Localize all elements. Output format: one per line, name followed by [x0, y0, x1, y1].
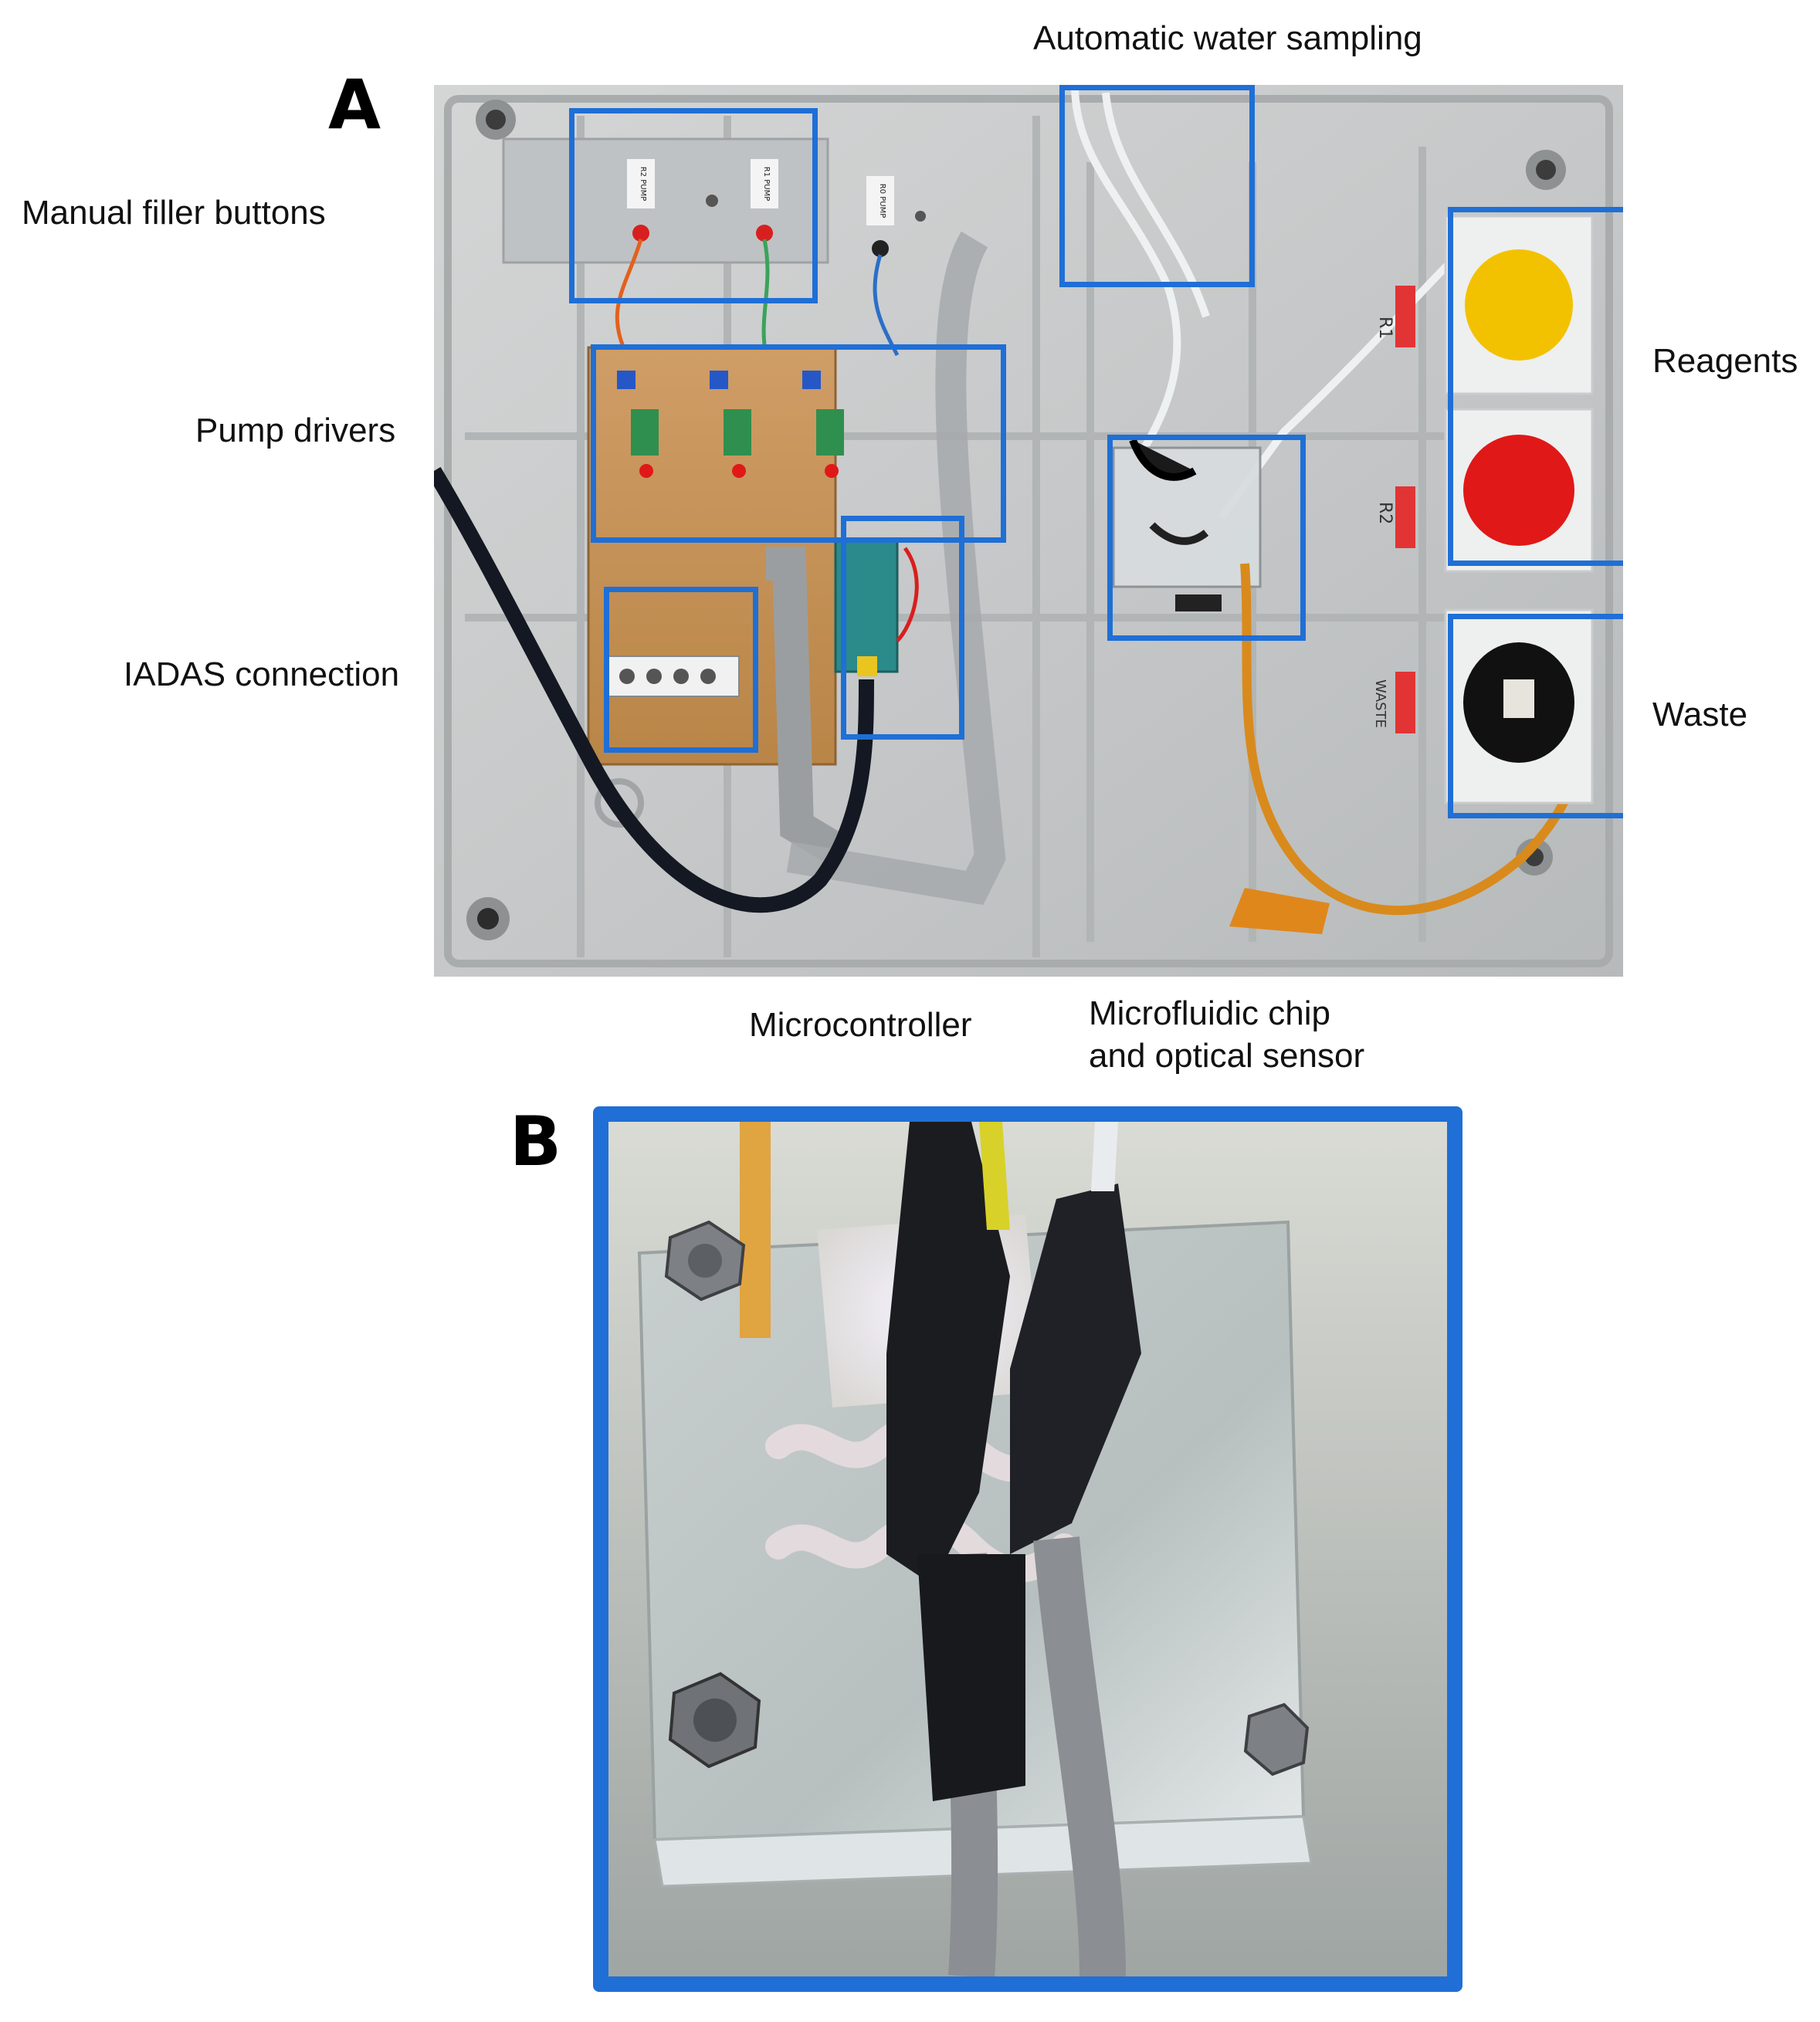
reagent-bottles: R1 R2 WASTE: [1372, 215, 1594, 804]
chip-closeup-illustration: [608, 1122, 1447, 1976]
label-reagents: Reagents: [1652, 342, 1798, 380]
pump-r0-label: R0 PUMP: [878, 184, 886, 218]
highlight-waste: [1448, 614, 1623, 818]
label-microfluidic-line1: Microfluidic chip: [1089, 994, 1330, 1032]
enclosure-rim: [444, 95, 1613, 967]
highlight-automatic-water-sampling: [1059, 85, 1255, 287]
reagent-2-cap: [1463, 435, 1574, 546]
usb-cable: [434, 466, 874, 913]
driver-modules: [617, 371, 844, 478]
usb-port: [857, 656, 877, 676]
tubing-tag: [1229, 888, 1330, 934]
optical-sensor-clip: [1129, 439, 1197, 481]
highlight-pump-drivers: [591, 344, 1006, 543]
terminal-screws: [619, 669, 716, 684]
sensor-clips: [886, 1122, 1141, 1585]
enclosure-illustration: R2 PUMP R1 PUMP R0 PUMP: [434, 85, 1623, 977]
label-waste: Waste: [1652, 696, 1748, 733]
enclosure-photo: R2 PUMP R1 PUMP R0 PUMP: [434, 85, 1623, 977]
label-microfluidic-line2: and optical sensor: [1089, 1037, 1365, 1075]
hex-nuts: [664, 1220, 1310, 1776]
bottle-r1-label: R1: [1375, 317, 1395, 339]
label-microcontroller: Microcontroller: [749, 1006, 972, 1044]
ribbon-cable-left: [766, 547, 845, 864]
reagent-1-cap: [1465, 249, 1573, 361]
highlight-reagents: [1448, 207, 1623, 566]
pump-r1-label: R1 PUMP: [762, 167, 771, 202]
highlight-iadas-connection: [604, 587, 758, 753]
chip-closeup-photo: [593, 1106, 1462, 1992]
heat-shrink: [917, 1554, 1025, 1801]
panel-a-letter: A: [328, 65, 381, 144]
ribbon-cable-right: [786, 231, 1006, 906]
highlight-microfluidic-chip: [1107, 435, 1306, 641]
bottle-r2-label: R2: [1375, 502, 1395, 524]
label-microfluidic-chip: Microfluidic chip and optical sensor: [1089, 992, 1364, 1077]
highlight-manual-filler-buttons: [569, 108, 818, 303]
bottle-waste-label: WASTE: [1372, 679, 1388, 728]
sensor-connector: [1175, 594, 1222, 611]
panel-b-letter: B: [510, 1102, 562, 1181]
label-pump-drivers: Pump drivers: [195, 412, 396, 449]
red-wire: [896, 547, 919, 642]
label-automatic-water-sampling: Automatic water sampling: [1033, 19, 1422, 57]
pump-r2-label: R2 PUMP: [639, 167, 647, 202]
highlight-microcontroller: [841, 516, 964, 740]
label-iadas-connection: IADAS connection: [124, 655, 400, 693]
button-plate: R2 PUMP R1 PUMP R0 PUMP: [502, 137, 926, 264]
label-manual-filler-buttons: Manual filler buttons: [22, 194, 326, 232]
